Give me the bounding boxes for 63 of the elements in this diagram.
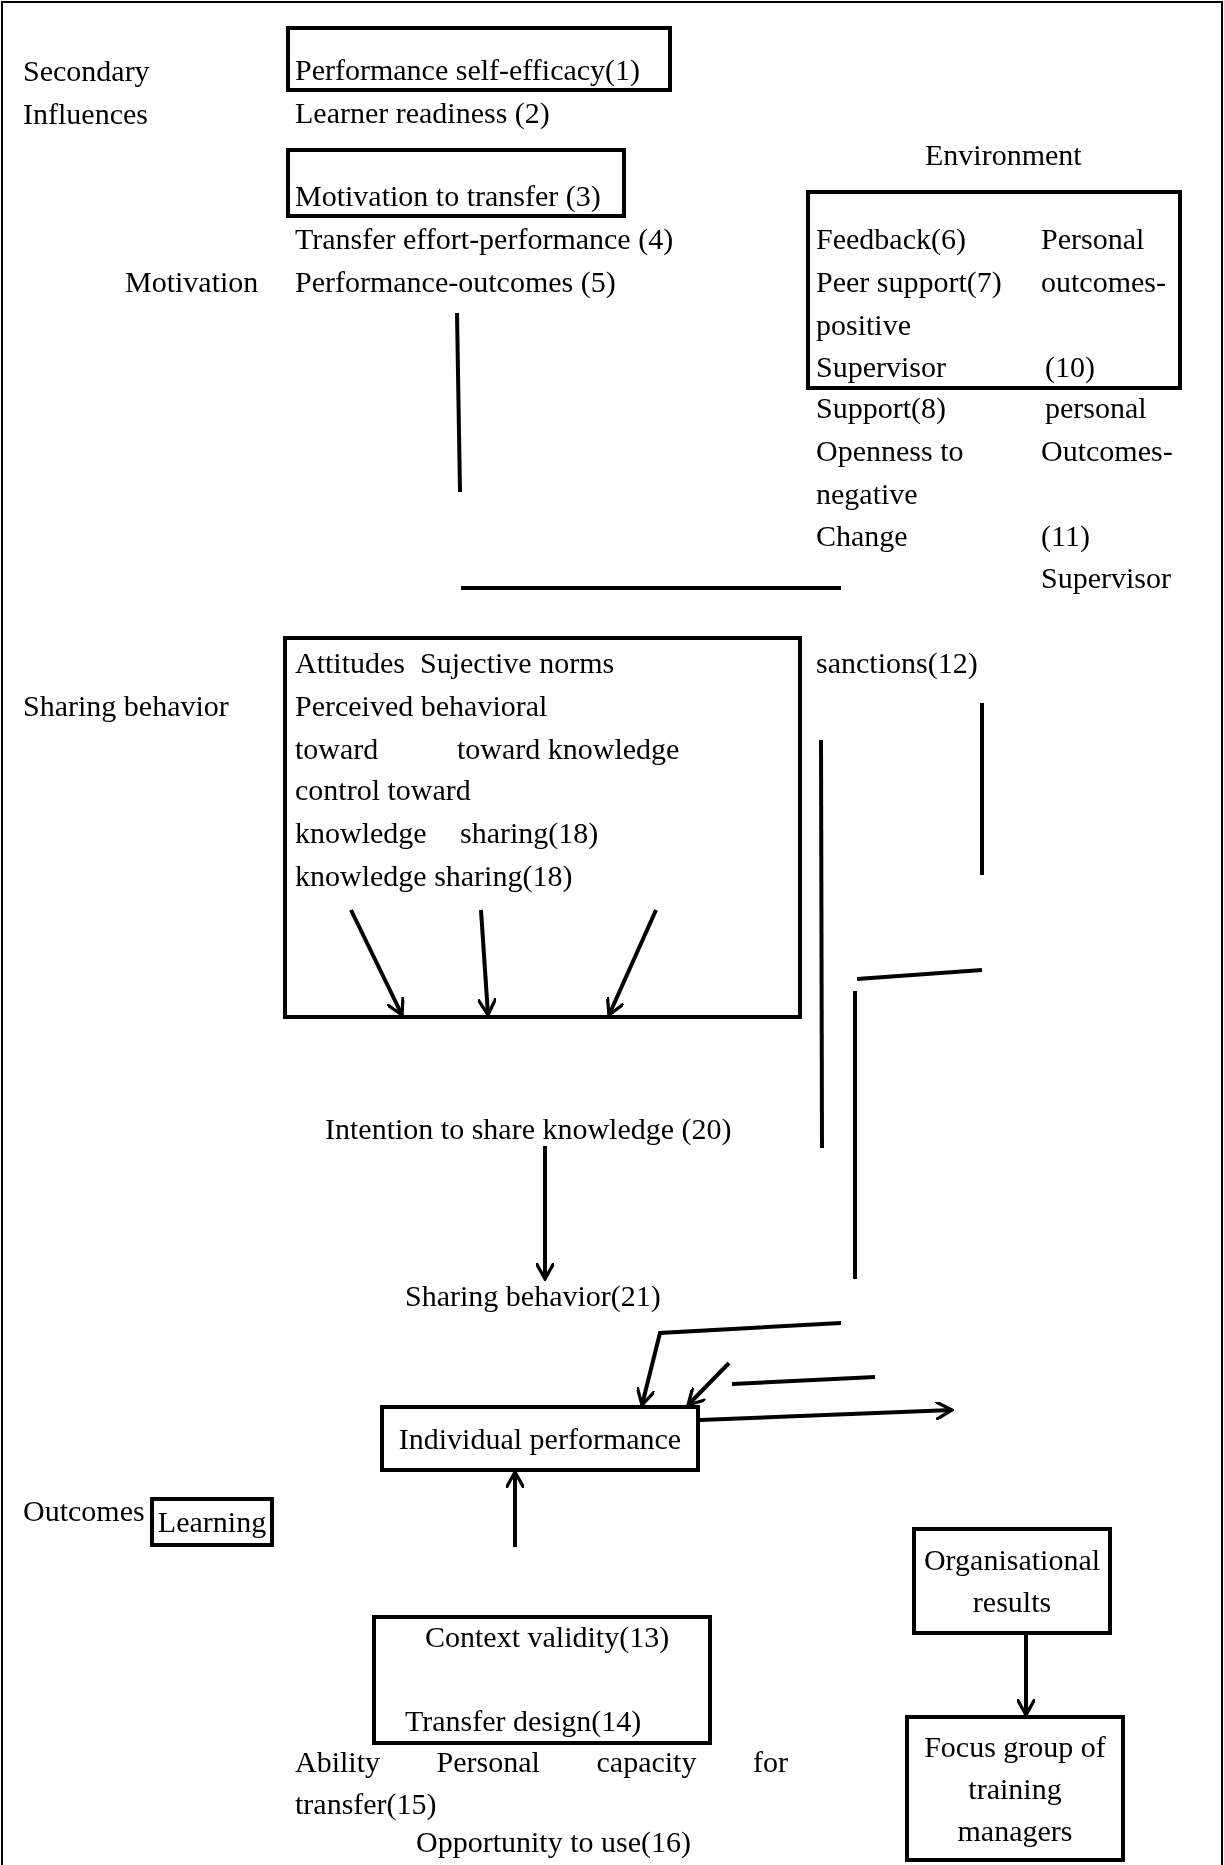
concept-text: Individual performance — [398, 1420, 682, 1457]
text-label: Performance-outcomes (5) — [295, 265, 616, 299]
text-label: Change — [816, 519, 908, 553]
concept-text: positive — [816, 308, 911, 342]
concept-text: outcomes- — [1041, 265, 1166, 299]
arrow — [686, 1361, 731, 1407]
concept-text: Transfer design(14) — [405, 1704, 642, 1738]
text-label: Motivation — [125, 265, 259, 299]
arrow — [635, 1321, 842, 1407]
concept-text: Learning — [157, 1504, 267, 1540]
text-label: Supervisor — [1041, 561, 1171, 595]
concept-text: knowledge — [295, 816, 427, 850]
text-label: Sharing behavior — [23, 689, 229, 723]
concept-text: Sharing behavior(21) — [405, 1279, 661, 1312]
concept-text: control toward — [295, 773, 471, 807]
concept-text: sharing(18) — [460, 816, 599, 850]
concept-box — [912, 1527, 1112, 1635]
concept-text: (10) — [1045, 350, 1095, 384]
concept-text: Supervisor — [816, 350, 946, 384]
concept-text: Organisational results — [922, 1542, 1102, 1620]
text-label: Ability Personal capacity for transfer(15) — [295, 1744, 788, 1822]
text-label: Environment — [925, 138, 1082, 172]
concept-text: Feedback(6) — [816, 222, 966, 256]
text-label: sanctions(12) — [816, 646, 978, 680]
arrow — [504, 1470, 526, 1547]
text-label: Openness to — [816, 434, 964, 468]
concept-text: Motivation to transfer (3) — [295, 179, 601, 213]
text-label: Transfer effort-performance (4) — [295, 222, 674, 256]
text-label: Outcomes- — [1041, 434, 1173, 468]
text-label: Learner readiness (2) — [295, 96, 550, 130]
arrow — [476, 909, 498, 1017]
text-label: Opportunity to use(16) — [416, 1825, 691, 1859]
text-label: (11) — [1041, 519, 1090, 553]
concept-box — [286, 148, 626, 218]
concept-box — [380, 1405, 700, 1472]
text-label: personal — [1045, 391, 1147, 425]
concept-box — [283, 636, 802, 1019]
concept-text: toward — [295, 732, 379, 766]
concept-text: Peer support(7) — [816, 265, 1002, 299]
concept-text: Attitudes — [295, 646, 405, 680]
arrow — [349, 909, 405, 1017]
arrow — [699, 1400, 954, 1422]
concept-text: Focus group of training managers — [923, 1728, 1107, 1849]
concept-text: Perceived behavioral — [295, 689, 548, 723]
concept-text: Intention to share knowledge (20) — [325, 1112, 732, 1145]
concept-text: Personal — [1041, 222, 1145, 256]
arrow — [1015, 1635, 1037, 1717]
concept-text: Context validity(13) — [425, 1620, 670, 1654]
text-label: Outcomes — [23, 1494, 145, 1528]
concept-box — [905, 1715, 1125, 1862]
arrow — [534, 1146, 556, 1281]
concept-box — [150, 1497, 274, 1547]
text-label: negative — [816, 477, 918, 511]
concept-text: Sujective norms — [420, 646, 615, 680]
concept-box — [372, 1615, 712, 1745]
text-label: Secondary Influences — [23, 52, 151, 132]
text-label: Support(8) — [816, 391, 946, 425]
concept-box — [806, 190, 1182, 390]
arrow — [605, 909, 658, 1017]
concept-text: toward knowledge — [457, 732, 680, 766]
concept-box — [286, 26, 672, 92]
concept-text: knowledge sharing(18) — [295, 859, 573, 893]
concept-text: Performance self-efficacy(1) — [295, 53, 641, 87]
